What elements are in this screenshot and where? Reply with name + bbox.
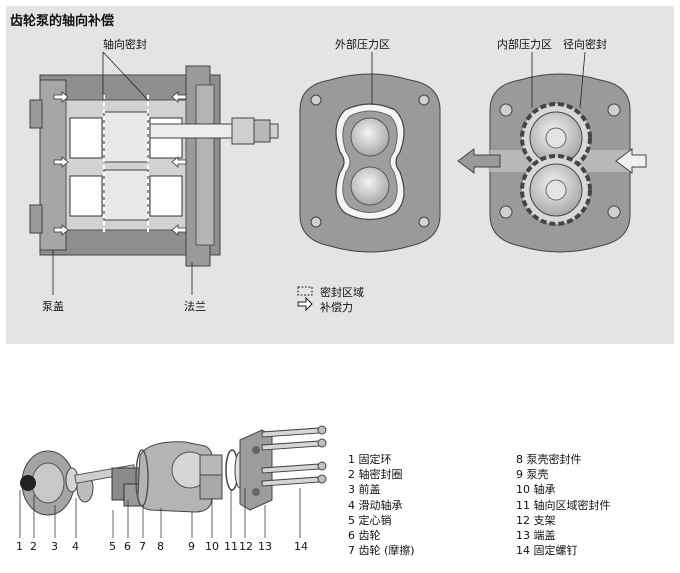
part-number: 1: [16, 540, 23, 553]
part-number: 9: [188, 540, 195, 553]
internal-pressure-zone-label: 内部压力区: [497, 38, 552, 51]
radial-seal-label: 径向密封: [563, 38, 607, 51]
legend-compensation-force: 补偿力: [320, 301, 353, 314]
list-item: 1 固定环: [348, 453, 392, 466]
part-number: 3: [51, 540, 58, 553]
exploded-view: [19, 425, 327, 538]
external-pressure-view: [299, 52, 441, 253]
part-number: 8: [157, 540, 164, 553]
internal-pressure-view: [457, 51, 647, 253]
list-item: 13 端盖: [516, 529, 556, 543]
list-item: 6 齿轮: [348, 529, 381, 543]
pump-cover-label: 泵盖: [42, 300, 64, 313]
part-number: 7: [139, 540, 146, 553]
diagram-title: 齿轮泵的轴向补偿: [10, 14, 115, 29]
part-number: 5: [109, 540, 116, 553]
part-number: 2: [30, 540, 37, 553]
external-pressure-zone-label: 外部压力区: [335, 38, 390, 51]
flange-label: 法兰: [184, 300, 206, 313]
parts-list-left: 1 固定环 2 轴密封圈 3 前盖 4 滑动轴承 5 定心销 6 齿轮 7 齿轮…: [348, 452, 415, 558]
list-item: 5 定心销: [348, 513, 392, 527]
part-number: 4: [72, 540, 79, 553]
list-item: 4 滑动轴承: [348, 498, 403, 512]
list-item: 11 轴向区域密封件: [516, 498, 611, 512]
parts-list-right: 8 泵壳密封件 9 泵壳 10 轴承 11 轴向区域密封件 12 支架 13 端…: [516, 452, 611, 558]
part-number: 11: [224, 540, 238, 553]
part-number: 10: [205, 540, 219, 553]
list-item: 10 轴承: [516, 483, 556, 497]
list-item: 12 支架: [516, 513, 556, 527]
compensation-force-icon: [297, 296, 313, 312]
pump-cross-section: [29, 51, 279, 295]
lower-gear-icon: [520, 154, 592, 226]
seal-area-icon: [297, 286, 313, 296]
axial-seal-label: 轴向密封: [103, 38, 147, 51]
part-number: 13: [258, 540, 272, 553]
list-item: 14 固定螺钉: [516, 544, 578, 558]
list-item: 3 前盖: [348, 483, 381, 497]
list-item: 8 泵壳密封件: [516, 453, 582, 466]
part-number: 6: [124, 540, 131, 553]
part-number: 14: [294, 540, 308, 553]
list-item: 7 齿轮 (摩擦): [348, 544, 415, 558]
upper-gear-icon: [520, 102, 592, 174]
list-item: 9 泵壳: [516, 468, 549, 482]
list-item: 2 轴密封圈: [348, 468, 403, 482]
legend-seal-area: 密封区域: [320, 286, 364, 299]
part-number: 12: [239, 540, 253, 553]
